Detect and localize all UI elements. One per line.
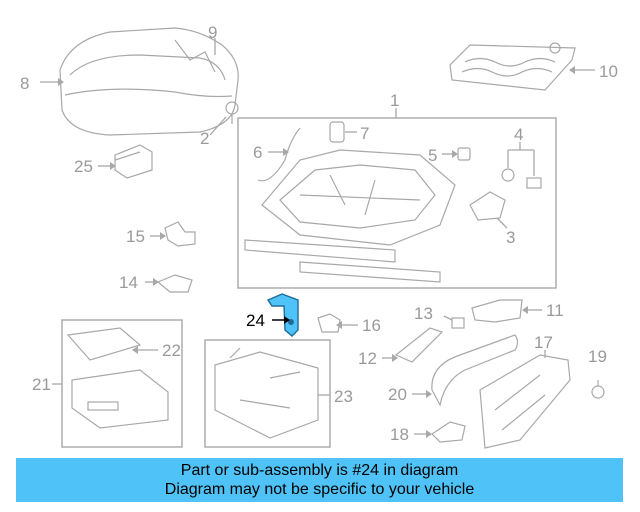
label-10: 10 <box>599 62 618 81</box>
seat-frame-box <box>237 117 557 289</box>
storage-tray-box <box>61 319 183 448</box>
label-13: 13 <box>414 304 433 323</box>
label-12: 12 <box>358 349 377 368</box>
label-22: 22 <box>162 341 181 360</box>
bracket-part-7 <box>329 121 345 143</box>
screw-part-19 <box>591 380 605 399</box>
label-8: 8 <box>20 74 29 93</box>
highlighted-part-24 <box>266 293 299 337</box>
bolt-nut-part-4 <box>501 142 542 189</box>
clip-part-16 <box>317 313 341 333</box>
label-11: 11 <box>546 301 564 320</box>
cable-part-6 <box>257 127 301 182</box>
label-17: 17 <box>534 333 553 352</box>
module-part-25 <box>114 144 153 179</box>
label-5: 5 <box>428 146 437 165</box>
wire-part-20 <box>431 334 519 407</box>
label-15: 15 <box>126 227 145 246</box>
clip-part-13 <box>451 317 465 329</box>
label-6: 6 <box>253 143 262 162</box>
side-shield-part-17 <box>479 354 571 449</box>
drawer-part <box>214 347 319 439</box>
cover-part-12 <box>394 327 444 363</box>
motor-part-3 <box>469 191 506 221</box>
label-9: 9 <box>208 23 217 42</box>
label-18: 18 <box>390 425 409 444</box>
banner-line-2: Diagram may not be specific to your vehi… <box>164 481 475 498</box>
storage-tray-part <box>66 327 169 429</box>
label-2: 2 <box>200 129 209 148</box>
info-banner: Part or sub-assembly is #24 in diagram D… <box>16 458 623 502</box>
drawer-box <box>204 339 331 448</box>
label-25: 25 <box>74 157 93 176</box>
seat-frame-part <box>244 149 456 283</box>
parts-diagram: 8 9 10 2 1 6 7 5 4 3 25 15 14 24 16 13 1… <box>20 23 618 449</box>
label-3: 3 <box>506 228 515 247</box>
clip-part-5 <box>457 147 471 161</box>
clip-part-18 <box>431 421 466 443</box>
clip-part-2 <box>225 101 239 124</box>
label-20: 20 <box>388 385 407 404</box>
label-1: 1 <box>390 91 399 110</box>
label-24: 24 <box>246 311 265 330</box>
banner-line-1: Part or sub-assembly is #24 in diagram <box>180 462 459 479</box>
label-23: 23 <box>334 387 353 406</box>
label-16: 16 <box>362 316 381 335</box>
heater-pad-part <box>449 42 576 91</box>
trim-part-11 <box>471 299 523 323</box>
label-7: 7 <box>360 124 369 143</box>
bracket-part-15 <box>164 221 196 247</box>
label-14: 14 <box>119 273 138 292</box>
label-19: 19 <box>588 347 607 366</box>
label-21: 21 <box>32 375 51 394</box>
seat-cushion-part <box>59 27 239 136</box>
label-4: 4 <box>514 125 523 144</box>
cover-part-14 <box>156 274 193 293</box>
